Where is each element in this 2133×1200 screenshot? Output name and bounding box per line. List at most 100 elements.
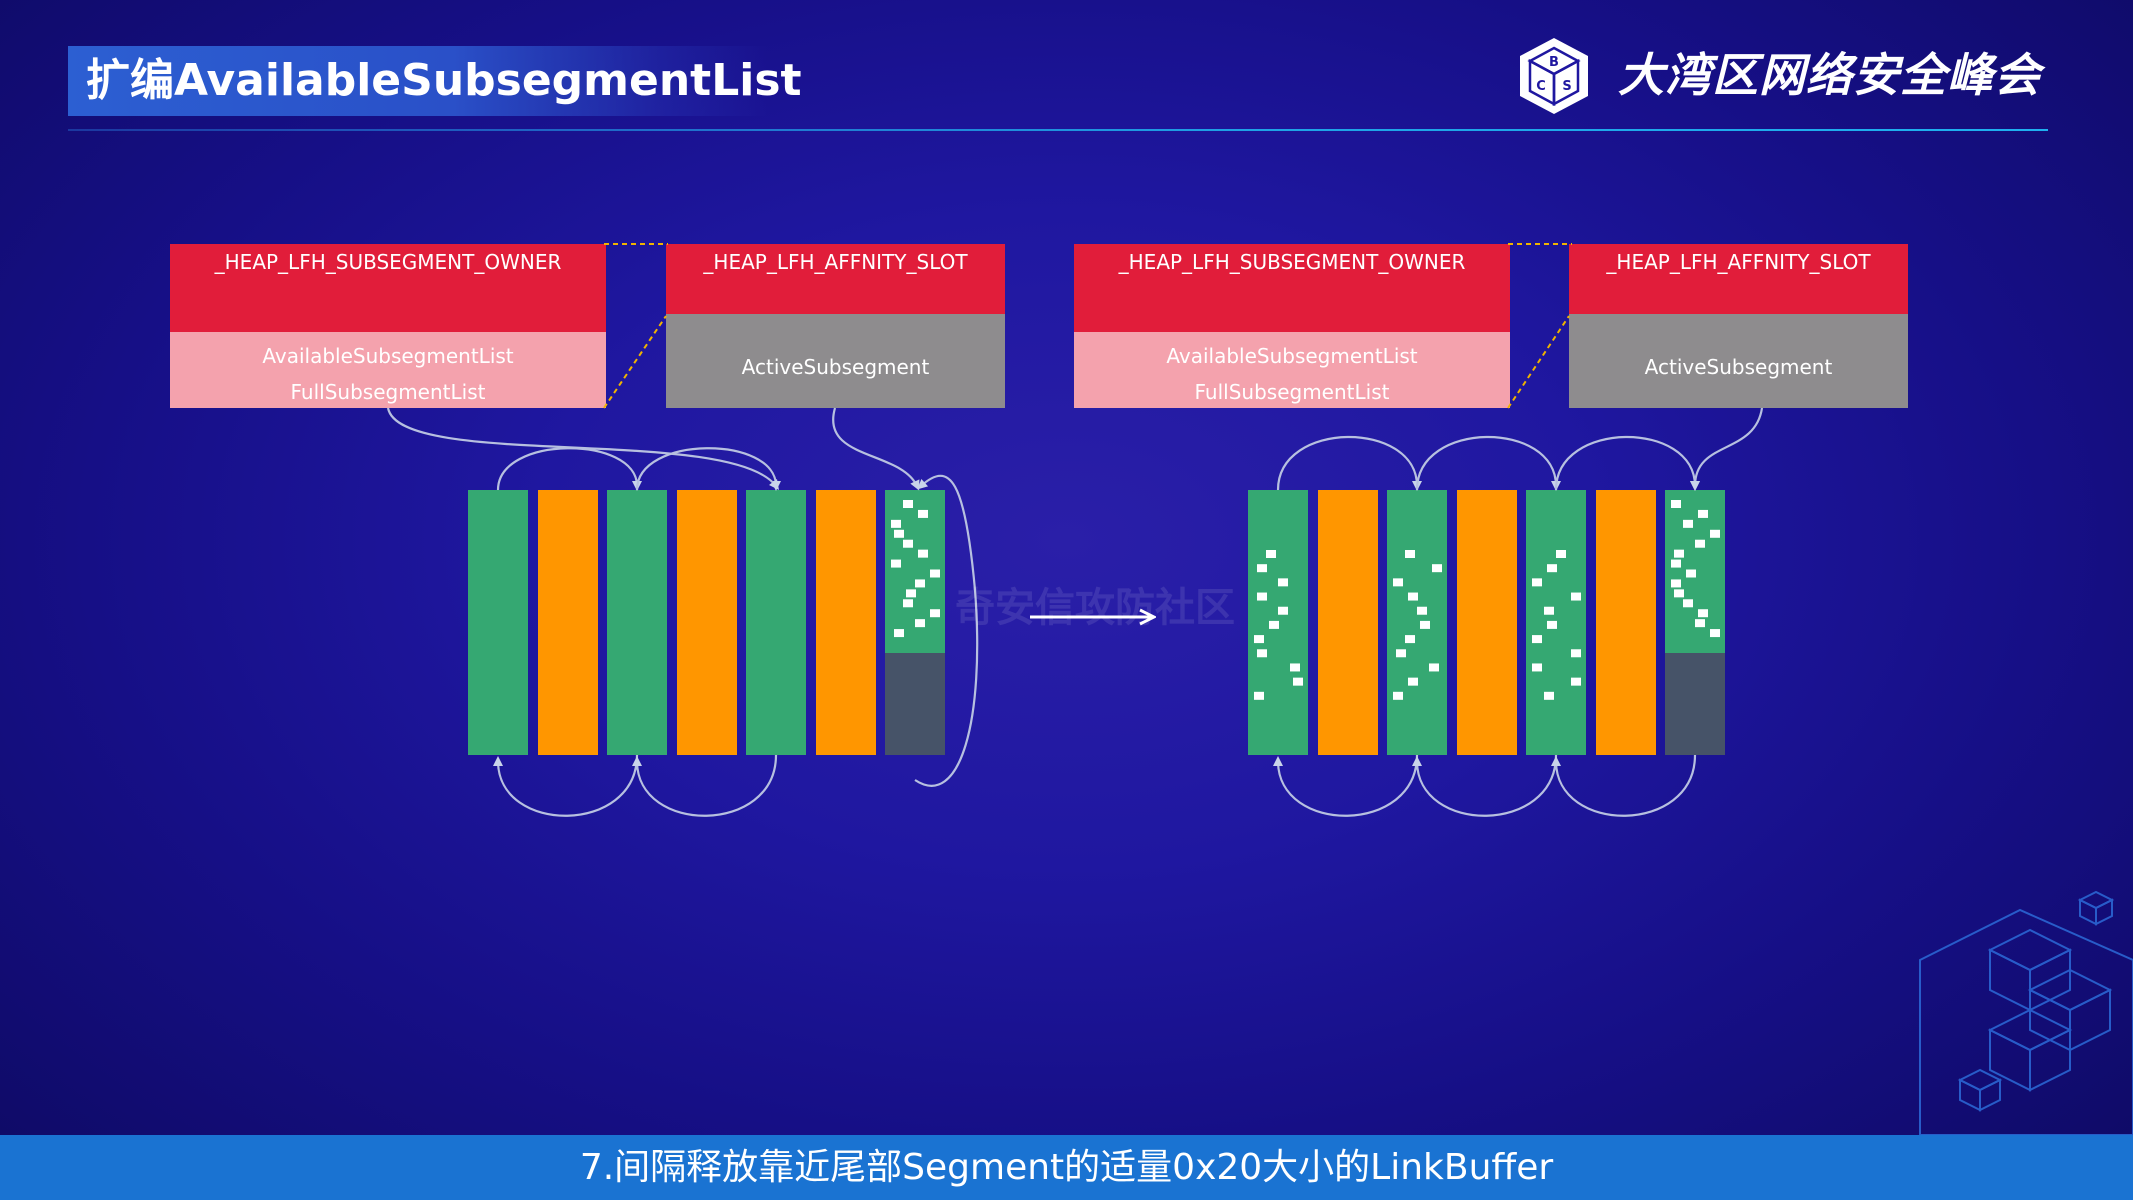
free-chunk-mark [1396, 649, 1406, 658]
owner-list-link [386, 407, 780, 490]
available-subsegment-list-right: AvailableSubsegmentList [1166, 344, 1418, 368]
free-segment [468, 490, 528, 755]
free-chunk-mark [1278, 606, 1288, 615]
free-chunk-mark [915, 579, 925, 588]
active-subsegment-link-right [1690, 407, 1764, 491]
slot-box-right: _HEAP_LFH_AFFNITY_SLOT [1569, 244, 1908, 314]
free-chunk-mark [1544, 691, 1554, 700]
cube-logo-icon: B C S [1520, 38, 1588, 114]
free-chunk-mark [1710, 529, 1720, 538]
segment-1-6 [816, 490, 876, 755]
free-chunk-mark [1532, 635, 1542, 644]
free-chunk-mark [1698, 609, 1708, 618]
active-segment-empty-part [1665, 653, 1725, 755]
free-chunk-mark [930, 569, 940, 578]
header-divider [68, 129, 2048, 131]
link-arrows [386, 407, 1764, 817]
free-chunk-mark [1674, 549, 1684, 558]
free-chunk-mark [1257, 649, 1267, 658]
active-segment-empty-part [885, 653, 945, 755]
free-chunk-mark [930, 609, 940, 618]
free-chunk-mark [915, 619, 925, 628]
free-chunk-mark [1698, 509, 1708, 518]
free-chunk-mark [1532, 663, 1542, 672]
free-chunk-mark [1671, 559, 1681, 568]
logo-letter-b: B [1549, 55, 1559, 70]
slot-field-left: ActiveSubsegment [666, 314, 1005, 408]
free-chunk-mark [1429, 663, 1439, 672]
segment-2-5 [1526, 490, 1586, 755]
free-chunk-mark [1544, 606, 1554, 615]
segment-1-5 [746, 490, 806, 755]
free-chunk-mark [1695, 619, 1705, 628]
free-chunk-mark [894, 629, 904, 638]
link-arc-top-r2 [1415, 435, 1561, 491]
free-chunk-mark [1257, 564, 1267, 573]
link-arc-bottom-2 [632, 754, 778, 817]
free-chunk-mark [1290, 663, 1300, 672]
free-chunk-mark [1556, 550, 1566, 558]
used-segment [1318, 490, 1378, 755]
free-chunk-mark [1405, 550, 1415, 558]
free-chunk-mark [903, 599, 913, 608]
segment-groups [468, 490, 1725, 755]
free-chunk-mark [1532, 578, 1542, 587]
owner-fields-left: AvailableSubsegmentList FullSubsegmentLi… [170, 332, 606, 408]
free-chunk-mark [906, 589, 916, 598]
free-chunk-mark [1671, 579, 1681, 588]
free-chunk-mark [1257, 592, 1267, 601]
segment-2-2 [1318, 490, 1378, 755]
free-chunk-mark [903, 500, 913, 508]
free-chunk-mark [1710, 629, 1720, 638]
free-chunk-mark [1417, 606, 1427, 615]
free-chunk-mark [1571, 677, 1581, 686]
link-arc-top-r1 [1276, 435, 1422, 491]
owner-box-left: _HEAP_LFH_SUBSEGMENT_OWNER [170, 244, 606, 332]
free-chunk-mark [1393, 578, 1403, 587]
link-arc-bottom-r2 [1412, 754, 1558, 817]
used-segment [816, 490, 876, 755]
free-chunk-mark [903, 539, 913, 548]
segment-1-1 [468, 490, 528, 755]
segment-2-3 [1387, 490, 1447, 755]
free-chunk-mark [1671, 500, 1681, 508]
owner-fields-right: AvailableSubsegmentList FullSubsegmentLi… [1074, 332, 1510, 408]
free-segment [607, 490, 667, 755]
used-segment [1596, 490, 1656, 755]
free-chunk-mark [1547, 564, 1557, 573]
watermark: 奇安信攻防社区 [955, 585, 1235, 631]
free-chunk-mark [1393, 691, 1403, 700]
link-arc-bottom-r1 [1273, 754, 1419, 817]
active-subsegment-left: ActiveSubsegment [741, 355, 930, 379]
free-chunk-mark [1408, 592, 1418, 601]
segment-1-7 [885, 490, 945, 755]
dashed-connector-left-diag [603, 315, 667, 409]
free-chunk-mark [1269, 620, 1279, 629]
free-chunk-mark [1571, 649, 1581, 658]
free-chunk-mark [1571, 592, 1581, 601]
segment-2-4 [1457, 490, 1517, 755]
active-subsegment-right: ActiveSubsegment [1644, 355, 1833, 379]
segment-1-3 [607, 490, 667, 755]
slot-box-left: _HEAP_LFH_AFFNITY_SLOT [666, 244, 1005, 314]
owner-title-right: _HEAP_LFH_SUBSEGMENT_OWNER [1118, 250, 1466, 274]
dashed-connectors [603, 243, 1572, 409]
title-band [68, 46, 768, 116]
segment-2-6 [1596, 490, 1656, 755]
cube-lattice-decoration [1919, 890, 2133, 1135]
free-chunk-mark [891, 559, 901, 568]
free-chunk-mark [1278, 578, 1288, 587]
slot-field-right: ActiveSubsegment [1569, 314, 1908, 408]
brand-name: 大湾区网络安全峰会 [1618, 48, 2041, 102]
logo-letter-s: S [1562, 79, 1571, 94]
link-arc-top-1 [496, 447, 642, 491]
free-chunk-mark [894, 529, 904, 538]
free-chunk-mark [1695, 539, 1705, 548]
full-subsegment-list-right: FullSubsegmentList [1194, 380, 1390, 404]
used-segment [538, 490, 598, 755]
segment-2-1 [1248, 490, 1308, 755]
available-subsegment-list-left: AvailableSubsegmentList [262, 344, 514, 368]
link-arc-bottom-1 [493, 754, 639, 817]
free-chunk-mark [918, 549, 928, 558]
